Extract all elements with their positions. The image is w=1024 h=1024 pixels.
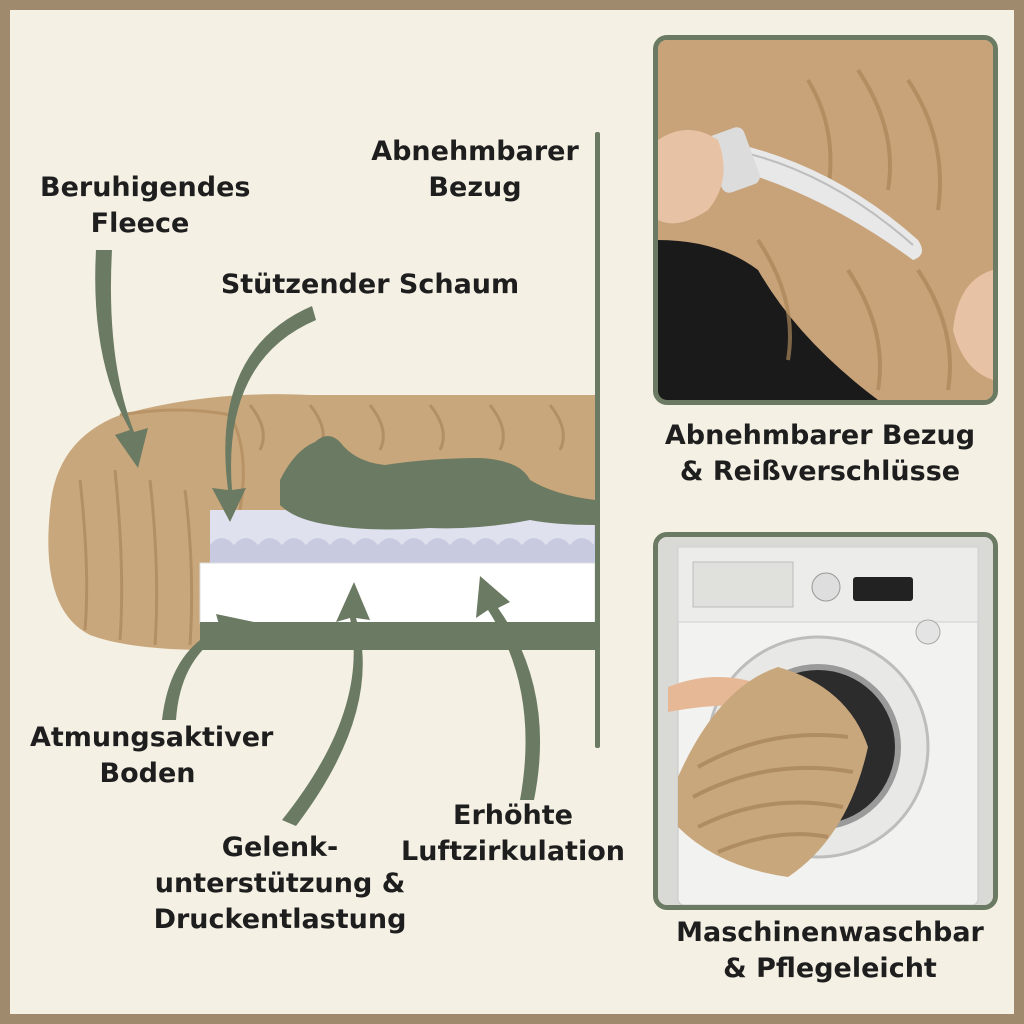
washing-machine-photo — [653, 532, 998, 910]
callout-arrows — [95, 250, 541, 826]
joint-arrow — [282, 582, 370, 826]
washing-machine-illustration — [658, 537, 993, 905]
wash-caption: Maschinenwaschbar & Pflegeleicht — [676, 917, 984, 984]
zipper-caption: Abnehmbarer Bezug & Reißverschlüsse — [664, 420, 976, 487]
label-joint: Gelenk- unterstützung & Druckentlastung — [153, 832, 407, 935]
section-divider — [595, 132, 600, 748]
label-fleece: Beruhigendes Fleece — [40, 172, 251, 239]
zipper-photo-illustration — [658, 40, 993, 400]
dog-silhouette — [280, 436, 595, 530]
zipper-photo — [653, 35, 998, 405]
foam-arrow — [212, 306, 316, 522]
support-foam-layer — [199, 562, 596, 624]
label-airflow: Erhöhte Luftzirkulation — [401, 800, 625, 867]
label-foam: Stützender Schaum — [220, 269, 520, 300]
breathable-base-layer — [200, 622, 595, 650]
infographic: Beruhigendes Fleece Stützender Schaum Ab… — [10, 10, 1014, 1014]
label-cover-top: Abnehmbarer Bezug — [371, 136, 579, 203]
bed-cross-section-illustration — [48, 250, 596, 826]
label-base: Atmungsaktiver Boden — [30, 722, 274, 789]
folded-fleece-cover — [678, 667, 868, 877]
fleece-arrow — [95, 250, 148, 468]
base-arrow — [162, 614, 254, 720]
airflow-arrow — [476, 576, 541, 800]
